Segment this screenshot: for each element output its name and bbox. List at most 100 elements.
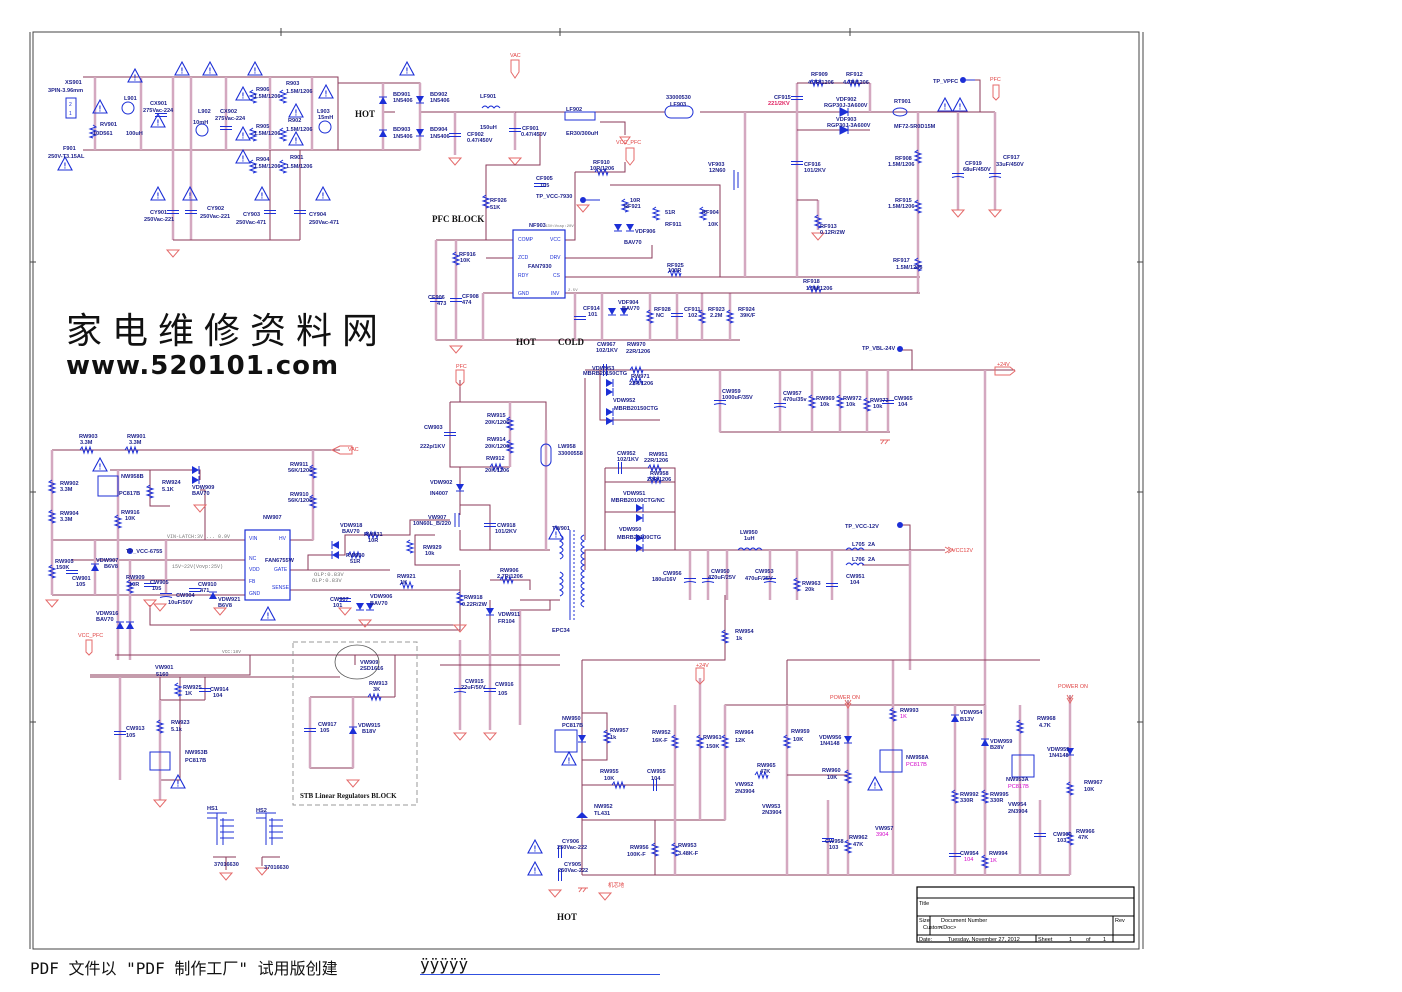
label-rw955: RW955 xyxy=(600,769,619,775)
value-rw930: 51R xyxy=(350,559,360,565)
value-rw994: 1K xyxy=(990,858,997,864)
value-rv901: 10D561 xyxy=(93,131,113,137)
value-cf905: 105 xyxy=(540,183,549,189)
sheet-number: 1 xyxy=(1069,937,1072,943)
label-rw956: RW956 xyxy=(630,845,649,851)
annotation-vin-latch: VIN-LATCH:3V ... 0.9V xyxy=(167,534,230,540)
value-rw955: 10K xyxy=(604,776,614,782)
label-vdw921: VDW921 xyxy=(218,597,240,603)
label-hot-2: HOT xyxy=(516,337,536,347)
label-rw915: RW915 xyxy=(487,413,506,419)
label-cw917: CW917 xyxy=(318,722,337,728)
value-cw960: 103 xyxy=(1057,838,1066,844)
value-cw904: 10uF/50V xyxy=(168,600,193,606)
label-hot-3: HOT xyxy=(557,912,577,922)
value-vdw909: BAV70 xyxy=(192,491,210,497)
value-cw950: 470uF/25V xyxy=(708,575,736,581)
label-rw957: RW957 xyxy=(610,728,629,734)
value-rw961: 150K xyxy=(706,744,719,750)
value-rw964: 12K xyxy=(735,738,745,744)
label-rw965: RW965 xyxy=(757,763,776,769)
label-rf912: RF912 xyxy=(846,72,863,78)
label-rw969: RW969 xyxy=(816,396,835,402)
value-vdw956: 1N4148 xyxy=(820,741,840,747)
label-rw924: RW924 xyxy=(162,480,181,486)
label-epc34: EPC34 xyxy=(552,628,571,634)
value-nw953b: PC817B xyxy=(185,758,206,764)
value-rw966: 47K xyxy=(1078,835,1088,841)
value-cw953: 470uF/25V xyxy=(745,576,773,582)
size-label: Size xyxy=(919,918,930,924)
value-cf902: 0.47/450V xyxy=(467,138,493,144)
value-vdw959: B28V xyxy=(990,745,1004,751)
label-rw959: RW959 xyxy=(791,729,810,735)
label-bd901: BD901 xyxy=(393,92,410,98)
sheet-label: Sheet xyxy=(1038,937,1053,943)
label-bd904: BD904 xyxy=(430,127,448,133)
svg-text:2: 2 xyxy=(69,102,72,108)
value-rt901: MF72-5R0D15M xyxy=(894,124,936,130)
value-vdw921: B6V8 xyxy=(218,603,232,609)
label-l901: L901 xyxy=(124,96,137,102)
label-vdw953: VDW953 xyxy=(592,366,614,372)
label-cw958: CW958 xyxy=(825,839,844,845)
value-l902: 10mH xyxy=(193,120,208,126)
pdf-footer-link[interactable]: ÿÿÿÿÿ xyxy=(420,955,660,975)
value-vdw918: BAV70 xyxy=(342,529,360,535)
label-vdw907: VDW907 xyxy=(96,558,118,564)
label-rf925: RF925 xyxy=(667,263,684,269)
label-cw959: CW959 xyxy=(722,389,741,395)
label-cf914: CF914 xyxy=(583,306,601,312)
value-l705: 2A xyxy=(868,542,875,548)
label-rf909: RF909 xyxy=(811,72,828,78)
label-vw907: VW907 xyxy=(428,515,446,521)
label-vf903: VF903 xyxy=(708,162,724,168)
label-lf902: LF902 xyxy=(566,107,582,113)
value-rw993: 1K xyxy=(900,714,907,720)
pin-inv: INV xyxy=(551,291,560,297)
label-cf902: CF902 xyxy=(467,132,484,138)
value-bd903: 1N5406 xyxy=(393,134,413,140)
label-nw953b: NW953B xyxy=(185,750,208,756)
value-bd901: 1N5406 xyxy=(393,98,413,104)
label-rw930: RW930 xyxy=(346,553,365,559)
value-r904: 1.5M/1206 xyxy=(254,164,280,170)
value-cx901: 275Vac-224 xyxy=(143,108,174,114)
label-cy902: CY902 xyxy=(207,206,224,212)
label-cy906: CY906 xyxy=(562,839,579,845)
label-rf916: RF916 xyxy=(459,252,476,258)
value-cy901: 250Vac-221 xyxy=(144,217,174,223)
value-cw915: 22uF/50V xyxy=(461,685,486,691)
value-cw916: 105 xyxy=(498,691,507,697)
value-cw905: 105 xyxy=(152,586,161,592)
value-rw911: 56K/1206 xyxy=(288,468,312,474)
value-rw921: 1K xyxy=(400,580,407,586)
value-vw957: 3904 xyxy=(876,832,888,838)
label-rw918: RW918 xyxy=(464,595,483,601)
label-l706: L706 xyxy=(852,557,865,563)
value-rw951: 22R/1206 xyxy=(644,458,668,464)
label-vdf904: VDF904 xyxy=(618,300,639,306)
value-rw912: 20K/1206 xyxy=(485,468,509,474)
secondary-24v-block: TP_VBL-24V +24V CW967 102/1KV RW970 22R/… xyxy=(583,342,1016,820)
value-rw910: 56K/1206 xyxy=(288,498,312,504)
label-rw960: RW960 xyxy=(822,768,841,774)
pin-fb: FB xyxy=(249,579,256,585)
value-cw913: 105 xyxy=(126,733,135,739)
value-cf917: 33uF/450V xyxy=(996,162,1024,168)
value-lf901: 150uH xyxy=(480,125,497,131)
value-rw962: 47K xyxy=(853,842,863,848)
label-bd903: BD903 xyxy=(393,127,410,133)
value-vw907: 10N60L_B/220 xyxy=(413,521,451,527)
label-r906: R906 xyxy=(256,87,269,93)
label-cw916: CW916 xyxy=(495,682,514,688)
label-rw953: RW953 xyxy=(678,843,697,849)
label-cw967: CW967 xyxy=(597,342,616,348)
value-cw955: 104 xyxy=(651,776,661,782)
value-cw959: 1000uF/35V xyxy=(722,395,753,401)
value-rw905: 150K xyxy=(56,565,69,571)
label-rw964: RW964 xyxy=(735,730,754,736)
pdf-footer-text: PDF 文件以 "PDF 制作工厂" 试用版创建 xyxy=(30,959,338,978)
label-f901: F901 xyxy=(63,146,76,152)
